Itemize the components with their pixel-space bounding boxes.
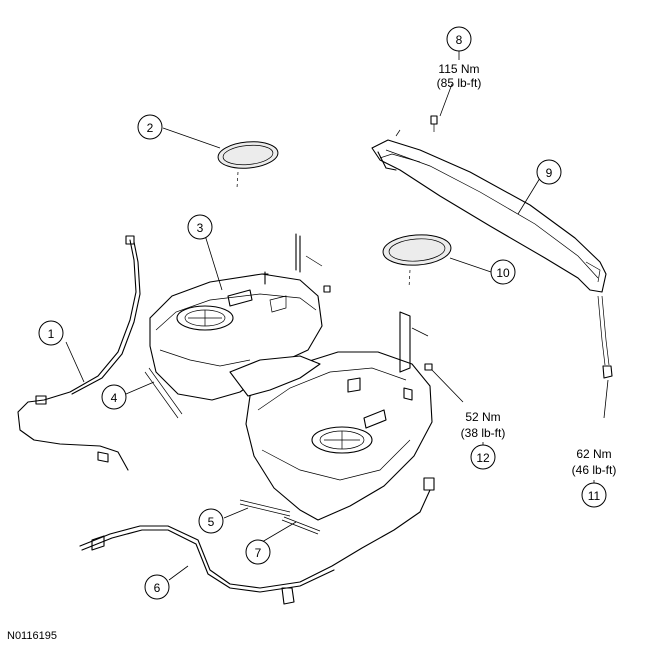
leader-lines xyxy=(65,50,609,581)
torque-nm: 115 Nm xyxy=(438,62,479,76)
torque-nm: 62 Nm xyxy=(576,447,611,461)
callout-12: 12 xyxy=(470,444,496,470)
callout-2: 2 xyxy=(137,114,163,140)
torque-spec-12: 52 Nm (38 lb-ft) xyxy=(461,410,506,440)
torque-lbft: (38 lb-ft) xyxy=(461,426,506,440)
strap-7 xyxy=(281,516,321,535)
callout-5: 5 xyxy=(198,508,224,534)
callout-6: 6 xyxy=(144,574,170,600)
torque-lbft: (85 lb-ft) xyxy=(437,76,482,90)
callout-number: 5 xyxy=(208,515,215,529)
callout-8: 8 xyxy=(446,26,472,52)
torque-spec-8: 115 Nm (85 lb-ft) xyxy=(437,62,482,90)
line-assembly-1 xyxy=(17,235,141,471)
callout-number: 6 xyxy=(154,581,161,595)
callout-number: 3 xyxy=(197,221,204,235)
callout-1: 1 xyxy=(38,320,64,346)
callout-number: 8 xyxy=(456,33,463,47)
torque-nm: 52 Nm xyxy=(465,410,500,424)
callout-10: 10 xyxy=(490,259,516,285)
torque-spec-11: 62 Nm (46 lb-ft) xyxy=(572,447,617,477)
figure-id: N0116195 xyxy=(7,630,57,642)
callout-11: 11 xyxy=(581,482,607,508)
callout-4: 4 xyxy=(101,384,127,410)
callout-number: 12 xyxy=(476,451,490,465)
callout-number: 11 xyxy=(588,489,601,503)
fuel-tank xyxy=(149,271,433,521)
line-assembly-6 xyxy=(79,477,435,605)
access-cover-2 xyxy=(217,141,279,189)
callout-3: 3 xyxy=(187,214,213,240)
crossmember-strap xyxy=(371,139,607,293)
strap-4 xyxy=(144,367,183,419)
strap-bolt-rear xyxy=(597,295,613,379)
callout-number: 7 xyxy=(255,546,262,560)
callout-number: 9 xyxy=(546,166,553,180)
callout-number: 1 xyxy=(48,327,55,341)
torque-lbft: (46 lb-ft) xyxy=(572,463,617,477)
access-cover-10 xyxy=(382,234,452,289)
callout-number: 10 xyxy=(496,266,510,280)
strap-5 xyxy=(239,499,291,517)
tank-mount-brackets xyxy=(295,233,433,373)
callout-7: 7 xyxy=(245,539,271,565)
callout-number: 4 xyxy=(111,391,118,405)
callout-number: 2 xyxy=(147,121,154,135)
callout-9: 9 xyxy=(536,159,562,185)
strap-bolt-front xyxy=(395,115,438,137)
